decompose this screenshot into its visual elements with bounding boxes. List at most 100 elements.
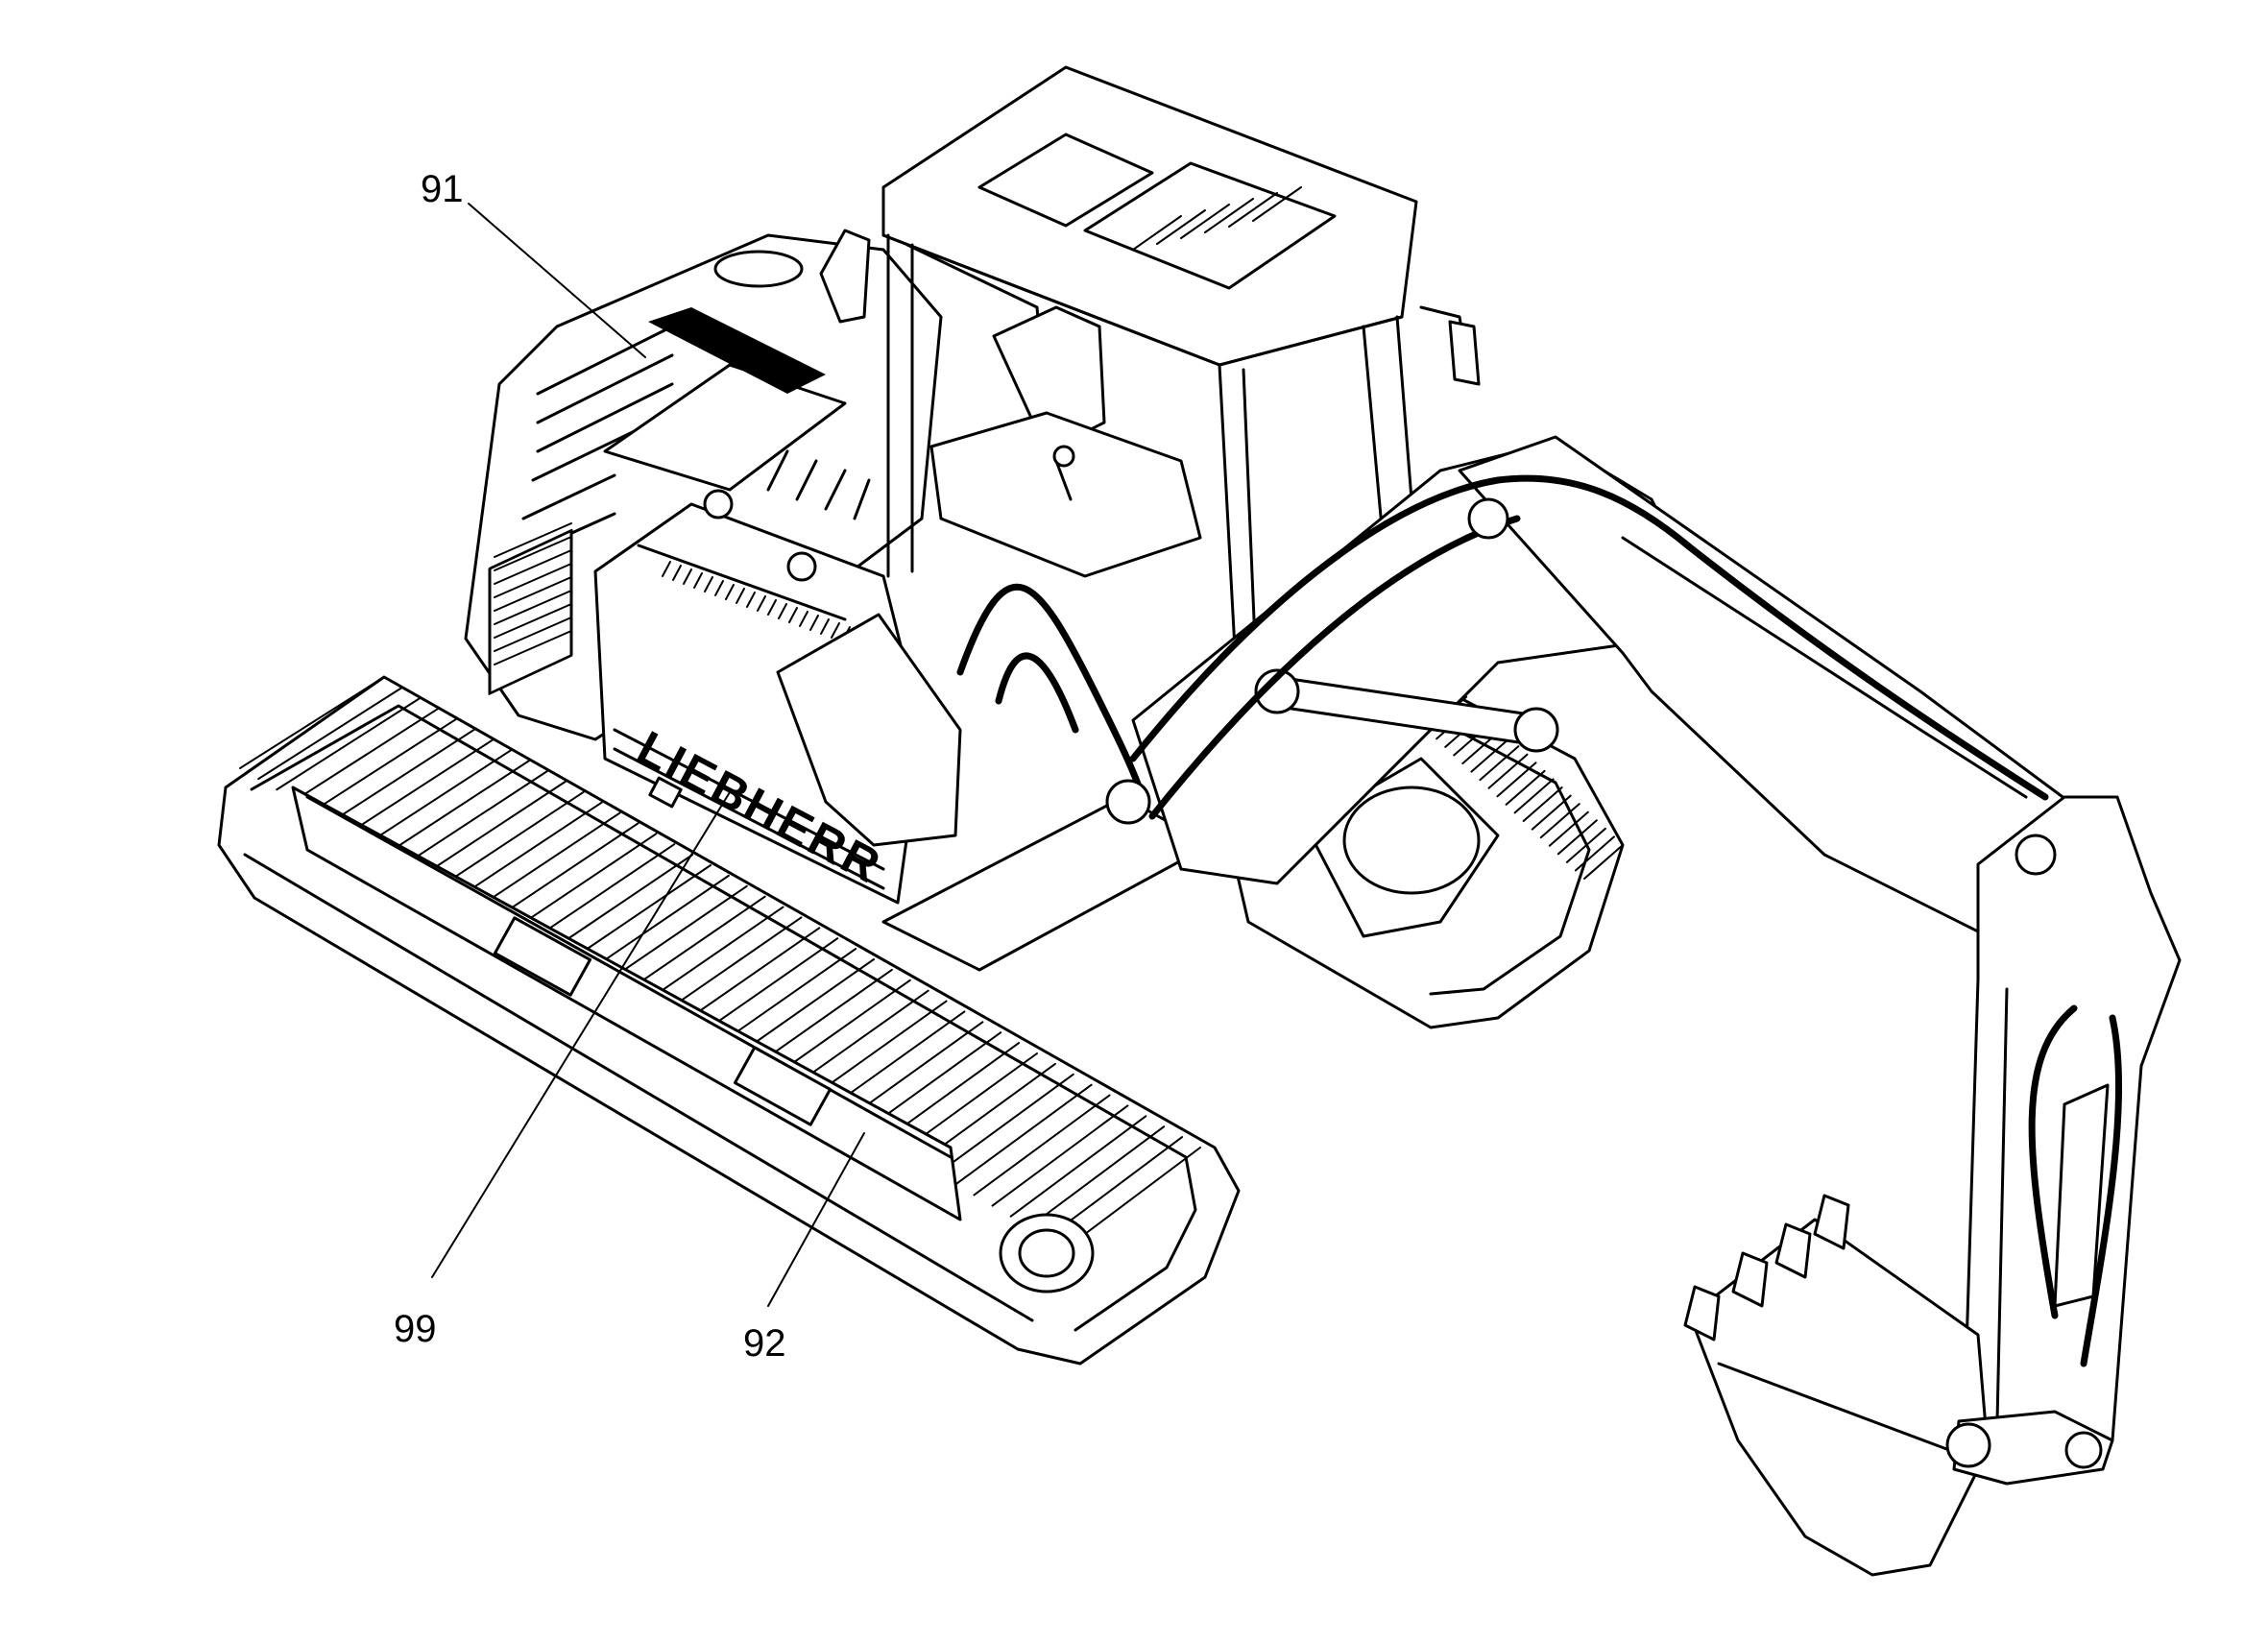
cover-slat xyxy=(725,584,735,600)
track-tread-line xyxy=(1505,769,1546,806)
track-tread-line xyxy=(550,854,694,951)
cover-slat xyxy=(788,607,798,623)
track-tread-line xyxy=(936,1073,1074,1175)
cover-slat xyxy=(662,561,671,577)
track-tread-line xyxy=(1496,762,1537,798)
bucket-tooth xyxy=(1731,1251,1769,1308)
track-tread-line xyxy=(973,1094,1111,1197)
track-tread-line xyxy=(1513,778,1555,814)
vent-slat xyxy=(494,576,572,612)
engine-house xyxy=(464,229,943,741)
track-tread-line xyxy=(661,916,803,1015)
cover-slat xyxy=(809,615,819,631)
glass-reflection xyxy=(1204,198,1254,233)
track-tread-line xyxy=(349,738,495,834)
leader-99 xyxy=(431,791,731,1278)
track-tread-line xyxy=(257,686,403,781)
bucket xyxy=(1683,1194,2114,1577)
track-tread-line xyxy=(1574,835,1615,872)
bucket-tooth xyxy=(1813,1194,1850,1250)
track-tread-line xyxy=(1539,803,1580,839)
track-tread-line xyxy=(276,696,422,791)
glass-reflection xyxy=(1180,204,1230,239)
glass-reflection xyxy=(1132,215,1182,251)
cover-slat xyxy=(704,576,713,592)
track-tread-line xyxy=(1565,827,1606,863)
cover-slat xyxy=(672,565,682,581)
track-tread-line xyxy=(569,864,712,961)
track-tread-line xyxy=(588,874,730,973)
track-tread-line xyxy=(1065,1147,1201,1249)
track-tread-line xyxy=(753,968,893,1069)
callout-91: 91 xyxy=(421,168,464,210)
boom xyxy=(956,435,2076,933)
cover-slat xyxy=(767,599,777,616)
track-tread-line xyxy=(441,790,585,887)
cover-slat xyxy=(736,588,745,604)
cover-slat xyxy=(714,580,724,596)
track-tread-line xyxy=(239,676,385,769)
stick xyxy=(1962,795,2182,1452)
track-tread-line xyxy=(606,884,748,983)
cover-slat xyxy=(746,592,756,608)
cover-slat xyxy=(683,568,692,585)
bucket-tooth xyxy=(1774,1222,1812,1279)
track-tread-line xyxy=(624,895,766,994)
vent-slat xyxy=(494,603,572,639)
track-tread-line xyxy=(642,906,784,1004)
glass-reflection xyxy=(1228,192,1278,228)
track-tread-line xyxy=(679,927,821,1026)
track-tread-line xyxy=(1009,1115,1147,1218)
callout-92: 92 xyxy=(743,1322,786,1365)
vent-slat xyxy=(494,630,572,665)
track-tread-line xyxy=(330,728,476,823)
bucket-tooth xyxy=(1683,1285,1721,1342)
track-tread-line xyxy=(367,749,513,844)
vent-slat xyxy=(494,563,572,598)
track-tread-line xyxy=(1487,753,1529,789)
cover-slat xyxy=(820,618,830,635)
track-tread-line xyxy=(715,948,857,1047)
track-tread-line xyxy=(1470,737,1511,773)
track-tread-line xyxy=(312,717,458,812)
cover-slat xyxy=(831,622,840,639)
track-tread-line xyxy=(697,937,839,1036)
leader-91 xyxy=(468,203,646,358)
track-tread-line xyxy=(385,760,531,855)
vent-slat xyxy=(494,549,572,585)
track-tread-line xyxy=(294,707,440,802)
track-tread-line xyxy=(404,770,548,865)
vent-slat xyxy=(494,536,572,571)
vent-slat xyxy=(494,522,572,558)
operator-cab xyxy=(766,65,1481,722)
track-tread-line xyxy=(1548,810,1589,847)
track-tread-line xyxy=(1583,844,1624,880)
track-tread-line xyxy=(1531,794,1572,831)
cover-slat xyxy=(799,611,808,627)
cover-slat xyxy=(778,603,787,619)
vent-slat xyxy=(494,616,572,652)
track-tread-line xyxy=(1027,1125,1166,1228)
callout-99: 99 xyxy=(394,1308,437,1350)
track-tread-line xyxy=(954,1083,1093,1186)
glass-reflection xyxy=(1156,209,1206,245)
glass-reflection xyxy=(1252,186,1302,222)
cover-slat xyxy=(693,572,703,589)
track-tread-line xyxy=(1556,819,1598,856)
track-tread-line xyxy=(991,1104,1129,1207)
cover-slat xyxy=(757,595,766,612)
track-tread-line xyxy=(459,801,603,898)
track-tread-line xyxy=(422,780,567,877)
left-track xyxy=(217,675,1241,1366)
leader-92 xyxy=(767,1132,865,1307)
vent-slat xyxy=(494,590,572,625)
track-tread-line xyxy=(735,958,875,1057)
track-tread-line xyxy=(1479,745,1520,782)
track-tread-line xyxy=(1522,786,1563,822)
track-tread-line xyxy=(514,833,658,930)
track-tread-line xyxy=(495,822,639,919)
track-tread-line xyxy=(532,843,676,940)
callout-leaders xyxy=(431,203,865,1307)
